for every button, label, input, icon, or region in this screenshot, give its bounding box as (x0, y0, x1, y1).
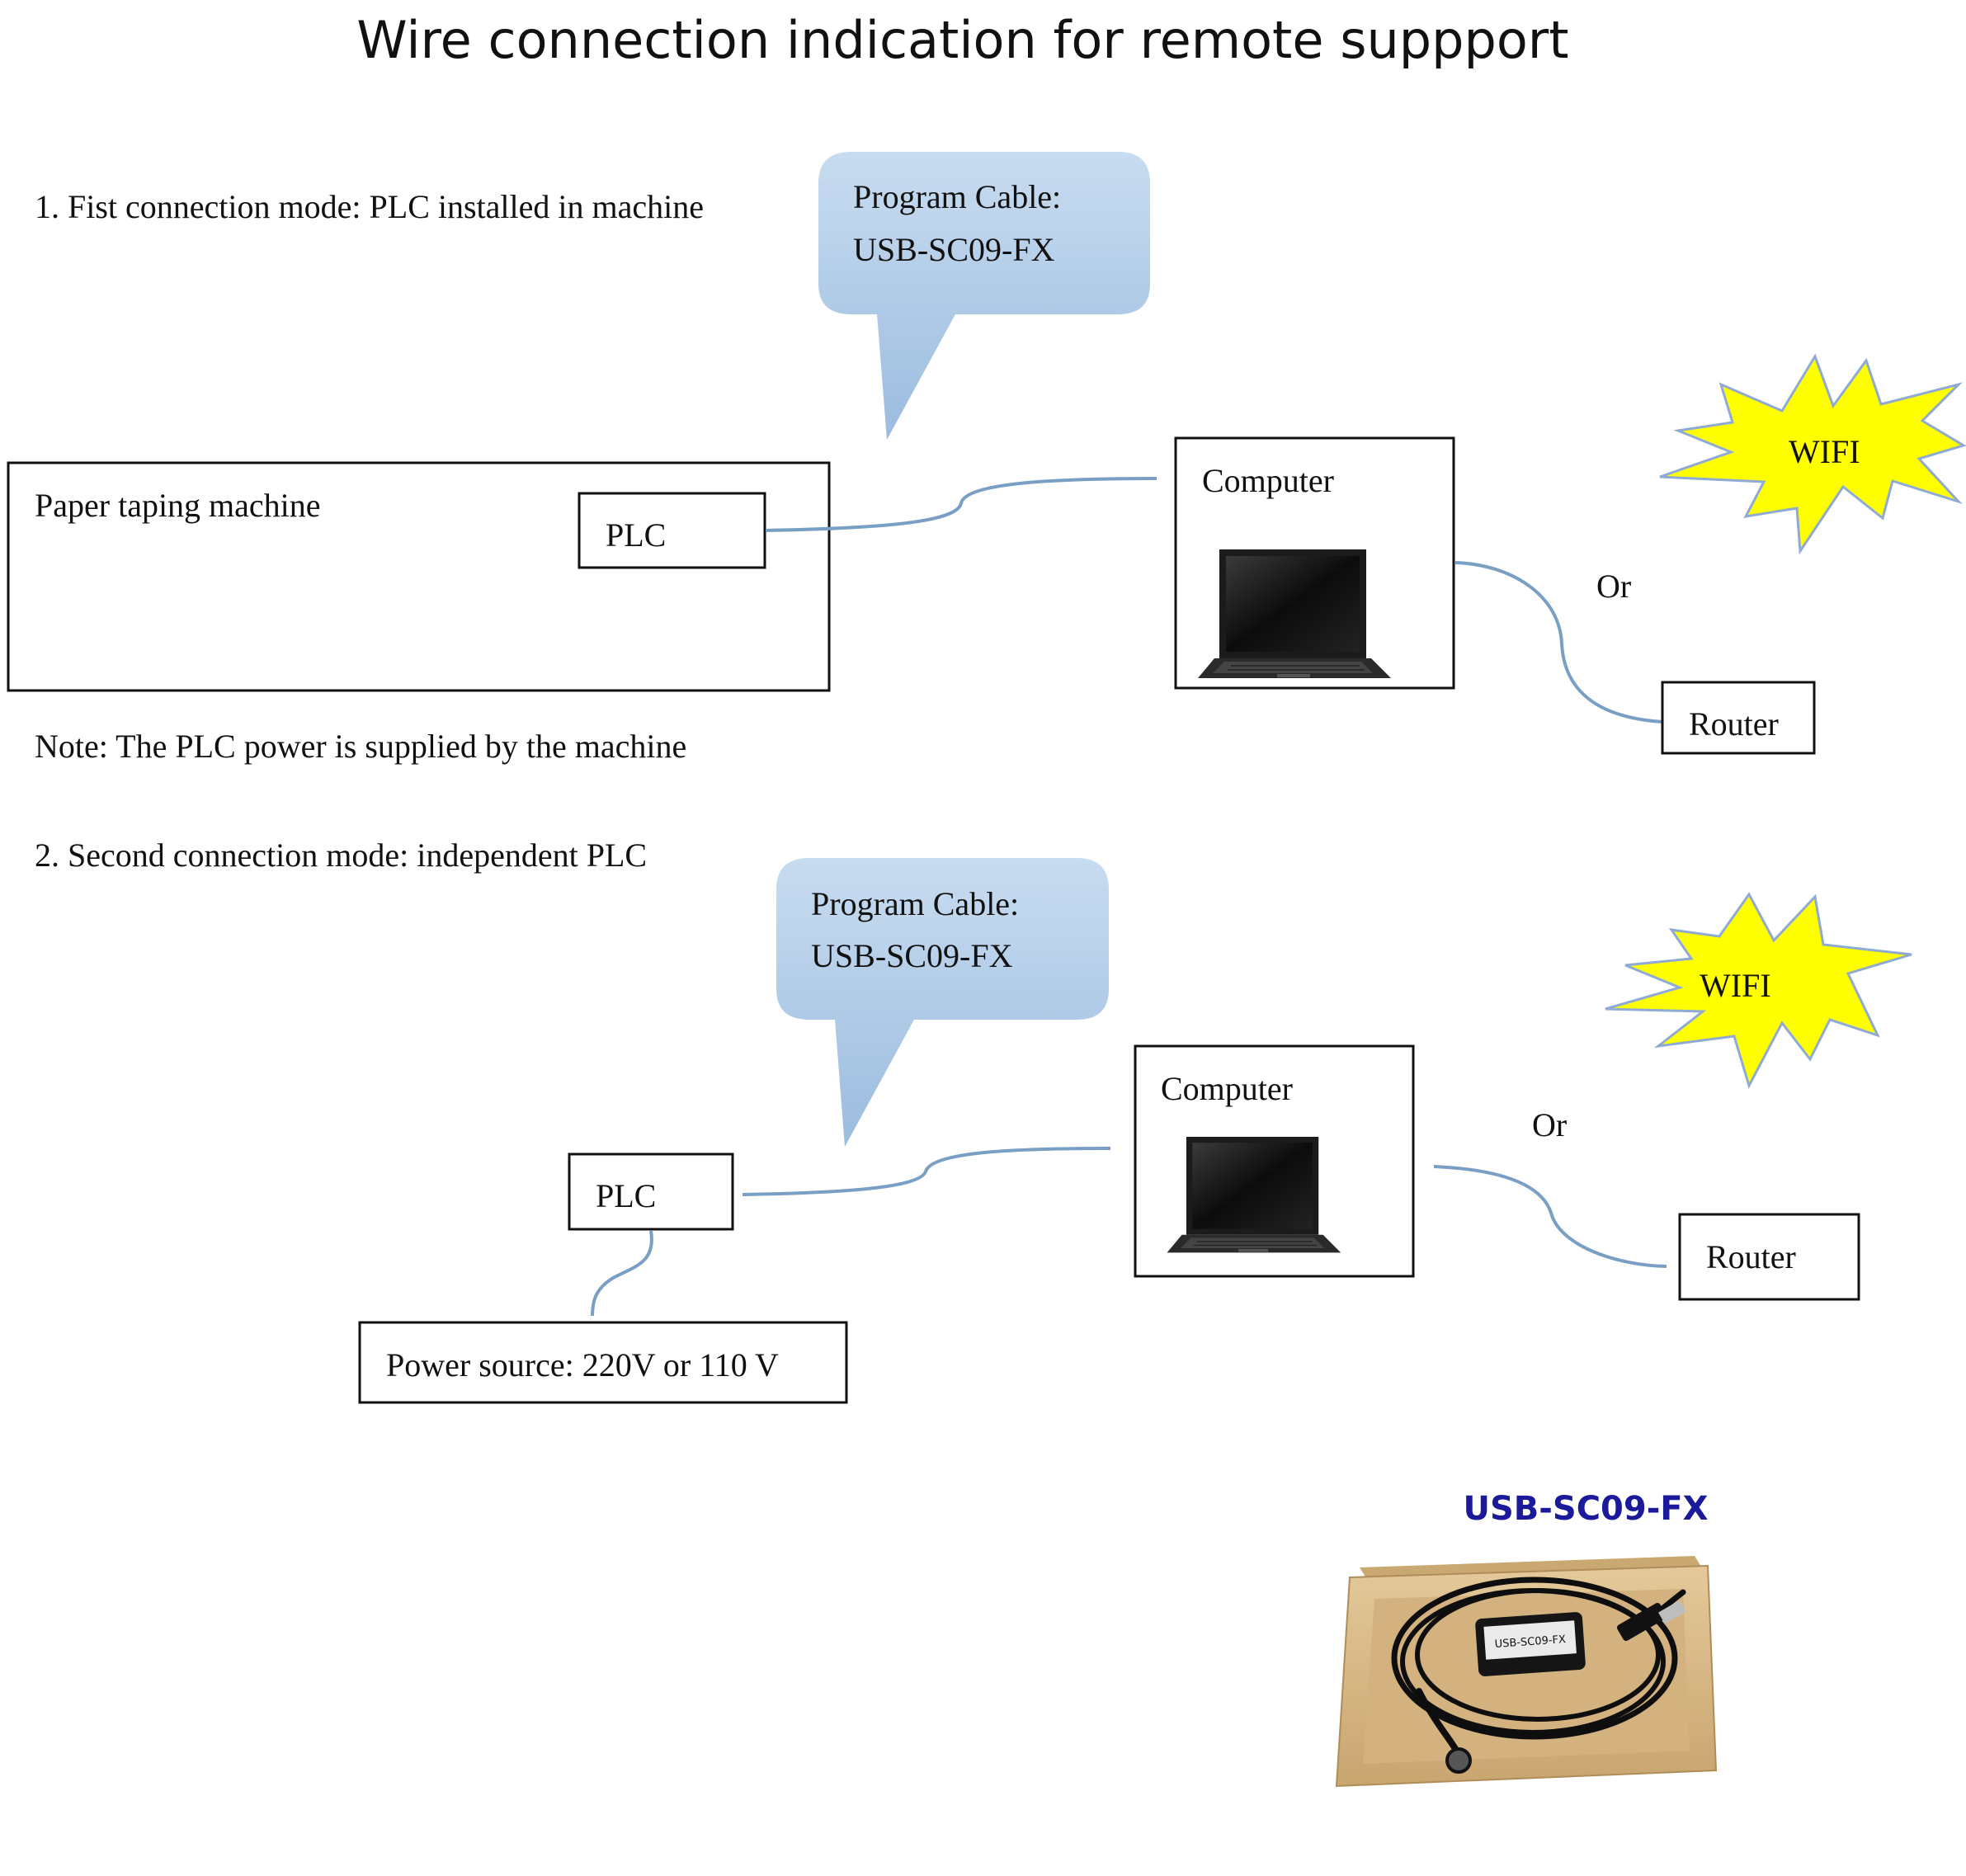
callout-1-line2: USB-SC09-FX (853, 231, 1055, 268)
callout-1-line1: Program Cable: (853, 178, 1061, 215)
program-cable-callout-1: Program Cable: USB-SC09-FX (818, 152, 1150, 440)
laptop-icon-2 (1166, 1136, 1341, 1254)
cable-computer-router-1 (1454, 561, 1663, 724)
laptop-icon-1 (1197, 549, 1392, 679)
mode2-heading: 2. Second connection mode: independent P… (35, 837, 647, 874)
diagram-title: Wire connection indication for remote su… (356, 10, 1568, 70)
mode1-heading: 1. Fist connection mode: PLC installed i… (35, 188, 704, 225)
program-cable-callout-2: Program Cable: USB-SC09-FX (776, 858, 1109, 1147)
product-label: USB-SC09-FX (1464, 1490, 1709, 1528)
machine-label: Paper taping machine (35, 487, 321, 524)
cable-plc-computer-1 (765, 477, 1157, 532)
computer-label-1: Computer (1202, 462, 1334, 499)
product-photo: USB-SC09-FX USB-SC09-FX (1335, 1490, 1718, 1788)
power-source-box (358, 1321, 848, 1404)
wifi-label-2: WIFI (1700, 967, 1771, 1004)
plc-label-2: PLC (596, 1177, 656, 1214)
router-label-2: Router (1706, 1238, 1796, 1275)
router-box-2 (1678, 1213, 1860, 1301)
wifi-burst-2: WIFI (1605, 892, 1912, 1089)
cable-plc-power (591, 1230, 653, 1317)
module-print: USB-SC09-FX (1494, 1633, 1566, 1651)
power-source-label: Power source: 220V or 110 V (386, 1346, 779, 1383)
router-label-1: Router (1689, 705, 1779, 742)
plc-label-1: PLC (606, 516, 666, 554)
router-box-1 (1661, 681, 1816, 755)
or-label-1: Or (1596, 568, 1631, 605)
wifi-label-1: WIFI (1789, 433, 1860, 470)
plc-box-1 (578, 492, 766, 569)
paper-taping-machine-box (7, 461, 831, 692)
wifi-burst-1: WIFI (1659, 353, 1966, 555)
plc-box-2 (568, 1152, 734, 1231)
computer-label-2: Computer (1161, 1070, 1293, 1107)
callout-2-line1: Program Cable: (811, 885, 1019, 922)
or-label-2: Or (1532, 1106, 1567, 1143)
cable-plc-computer-2 (742, 1147, 1111, 1196)
callout-2-line2: USB-SC09-FX (811, 937, 1013, 974)
mode1-note: Note: The PLC power is supplied by the m… (35, 728, 686, 765)
cable-computer-router-2 (1433, 1165, 1667, 1268)
